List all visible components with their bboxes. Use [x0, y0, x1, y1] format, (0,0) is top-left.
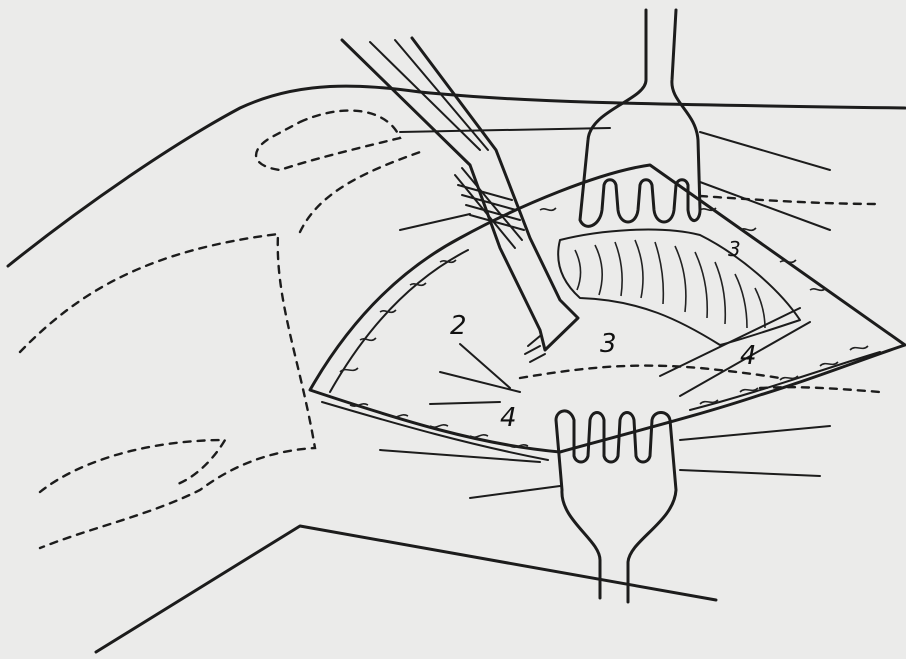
label-2: 2: [450, 311, 467, 341]
body-outline: [8, 86, 905, 652]
upper-retractor: [580, 10, 700, 226]
wound-edge: [310, 165, 905, 460]
label-4-left: 4: [500, 403, 517, 433]
label-4-right: 4: [740, 341, 757, 371]
label-3-upper: 3: [728, 237, 741, 261]
label-3: 3: [600, 329, 617, 359]
